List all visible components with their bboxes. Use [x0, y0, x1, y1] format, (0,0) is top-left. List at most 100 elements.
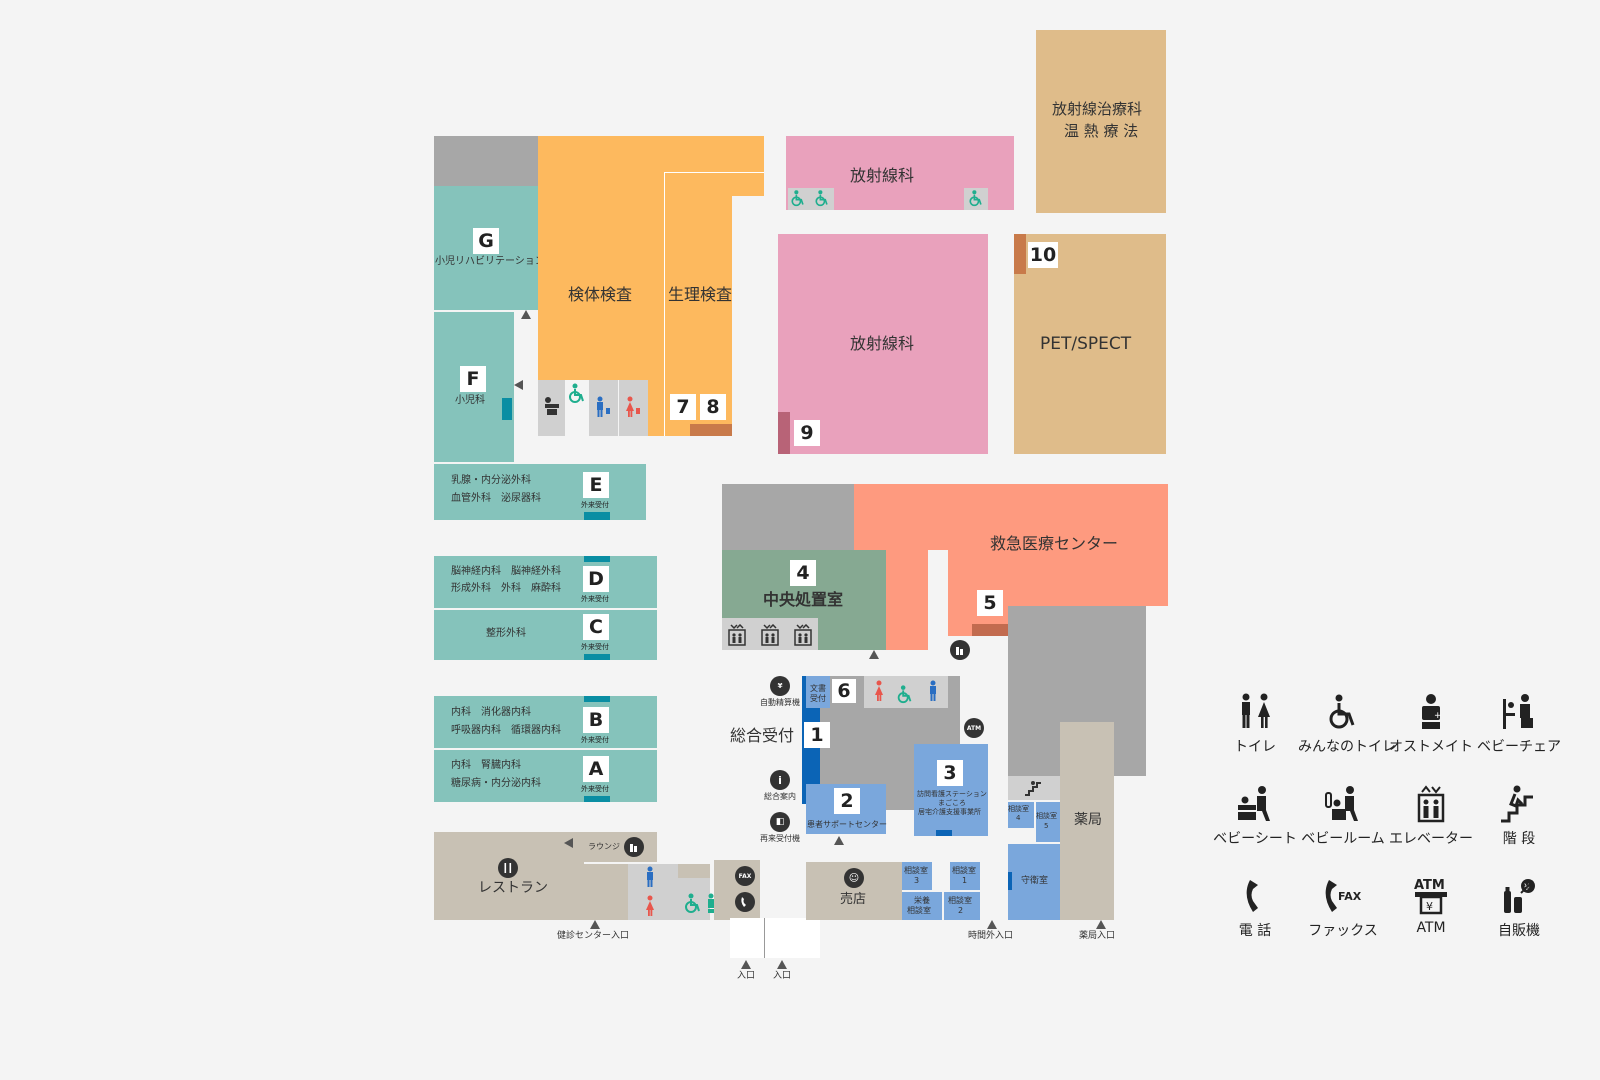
shop-icon: ☺ — [844, 868, 864, 888]
dept-c-sub: 外来受付 — [581, 643, 609, 651]
legend-vending: ¥ 自販機 — [1474, 874, 1564, 940]
legend-elevator-label: エレベーター — [1389, 831, 1473, 847]
toilet-women-icon-reception — [866, 678, 892, 704]
baby-room-icon — [1325, 786, 1358, 821]
info-label: 総合案内 — [764, 792, 796, 801]
general-reception-label: 総合受付 — [730, 726, 795, 745]
pet-spect-room[interactable] — [1014, 234, 1166, 454]
consult-4-room[interactable] — [1008, 802, 1034, 828]
svg-text:FAX: FAX — [1338, 890, 1362, 903]
counter-10 — [1014, 234, 1026, 274]
consult-2-room[interactable] — [944, 892, 980, 920]
dept-f-accent — [502, 398, 512, 420]
dept-e-accent — [584, 512, 610, 520]
arrow-entrance-1 — [741, 960, 751, 969]
info-icon: i — [770, 770, 790, 790]
phone-icon-map — [735, 892, 755, 912]
dept-e-line2: 血管外科 泌尿器科 — [451, 493, 541, 504]
elevator-icon-2 — [757, 622, 783, 648]
nutrition-line2: 相談室 — [907, 906, 931, 915]
dept-a-line2: 糖尿病・内分泌内科 — [451, 778, 541, 789]
guard-room-accent — [1008, 872, 1012, 890]
dept-c-room[interactable] — [434, 610, 657, 660]
auto-pay-label: 自動精算機 — [760, 698, 800, 707]
consult-1-room[interactable] — [950, 862, 980, 890]
toilet-divider-1 — [565, 380, 589, 436]
dept-d-accent — [584, 556, 610, 562]
legend-vending-label: 自販機 — [1498, 923, 1540, 939]
lounge-label: ラウンジ — [588, 842, 620, 851]
after-hours-label: 時間外入口 — [968, 931, 1014, 941]
visiting-nurse-line2: まごころ — [938, 799, 966, 807]
baby-seat-icon — [539, 393, 565, 419]
consult-4-line2: 4 — [1016, 814, 1021, 822]
radiology-top-label: 放射線科 — [850, 166, 915, 185]
ostomate-icon-bottom — [698, 890, 724, 916]
nutrition-line1: 栄養 — [914, 896, 930, 905]
dept-a-room[interactable] — [434, 750, 657, 802]
elevator-icon-1 — [724, 622, 750, 648]
document-reception[interactable] — [806, 676, 830, 708]
auto-pay-icon: ¥ — [770, 676, 790, 696]
toilet-icon — [1242, 693, 1270, 728]
arrow-up-central — [869, 650, 879, 659]
number-3: 3 — [937, 760, 963, 786]
vending-icon-center — [950, 640, 970, 660]
fax-icon-map: FAX — [735, 866, 755, 886]
pharmacy-room[interactable] — [1060, 722, 1114, 920]
toilet-women-icon — [620, 394, 646, 420]
radiation-therapy-line1: 放射線治療科 — [1052, 100, 1143, 118]
legend-elevator: エレベーター — [1386, 782, 1476, 848]
legend-stairs: 階 段 — [1474, 782, 1564, 848]
main-entrance — [730, 918, 820, 958]
checkup-entrance-label: 健診センター入口 — [557, 931, 630, 941]
visiting-nurse-room[interactable] — [914, 744, 988, 836]
accessible-icon-rad-3 — [964, 186, 988, 210]
radiation-therapy-room[interactable] — [1036, 30, 1166, 213]
dept-e-room[interactable] — [434, 464, 646, 520]
dept-d-room[interactable] — [434, 556, 657, 608]
consult-4-line1: 相談室 — [1008, 805, 1029, 813]
dept-d-line1: 脳神経内科 脳神経外科 — [451, 566, 561, 577]
radiology-main-label: 放射線科 — [850, 334, 915, 353]
legend-baby-seat: ベビーシート — [1210, 782, 1300, 848]
document-reception-line2: 受付 — [810, 694, 826, 703]
physio-lab-label: 生理検査 — [668, 285, 733, 304]
patient-support-label: 患者サポートセンター — [807, 820, 887, 829]
consult-1-line1: 相談室 — [952, 866, 976, 875]
legend-atm-label: ATM — [1416, 920, 1446, 936]
number-6: 6 — [832, 679, 856, 703]
vending-icon: ¥ — [1504, 879, 1535, 913]
vending-icon-lounge — [624, 837, 644, 857]
legend-phone-label: 電 話 — [1238, 923, 1272, 939]
elevator-icon-3 — [790, 622, 816, 648]
arrow-pharmacy-entrance — [1096, 920, 1106, 929]
reception-counter-top — [802, 676, 806, 708]
toilet-women-icon-bottom — [637, 893, 663, 919]
consult-5-room[interactable] — [1036, 802, 1060, 842]
emergency-room[interactable] — [854, 484, 1168, 606]
lounge-room[interactable] — [584, 832, 657, 862]
legend-baby-room-label: ベビールーム — [1301, 831, 1385, 847]
legend-stairs-label: 階 段 — [1502, 831, 1536, 847]
dept-a-line1: 内科 腎臓内科 — [451, 760, 521, 771]
document-reception-line1: 文書 — [810, 684, 826, 693]
nutrition-room[interactable] — [902, 892, 942, 920]
radiology-main-room[interactable] — [778, 234, 988, 454]
accessible-toilet-icon — [1329, 694, 1355, 729]
visiting-nurse-line1: 訪問看護ステーション — [917, 790, 987, 798]
shop-label: 売店 — [840, 892, 867, 907]
guard-room[interactable] — [1008, 844, 1060, 920]
dept-b-room[interactable] — [434, 696, 657, 748]
emergency-room-leg1[interactable] — [886, 606, 928, 650]
consult-3-room[interactable] — [902, 862, 932, 890]
dept-b-line1: 内科 消化器内科 — [451, 707, 531, 718]
grey-block-central — [722, 484, 854, 550]
entrance-1-label: 入口 — [737, 971, 756, 981]
consult-2-line1: 相談室 — [948, 896, 972, 905]
fax-icon: FAX — [1325, 880, 1362, 912]
toilet-men-icon-reception — [920, 678, 946, 704]
physio-lab-room[interactable] — [664, 136, 764, 196]
legend-phone: 電 話 — [1210, 874, 1300, 940]
